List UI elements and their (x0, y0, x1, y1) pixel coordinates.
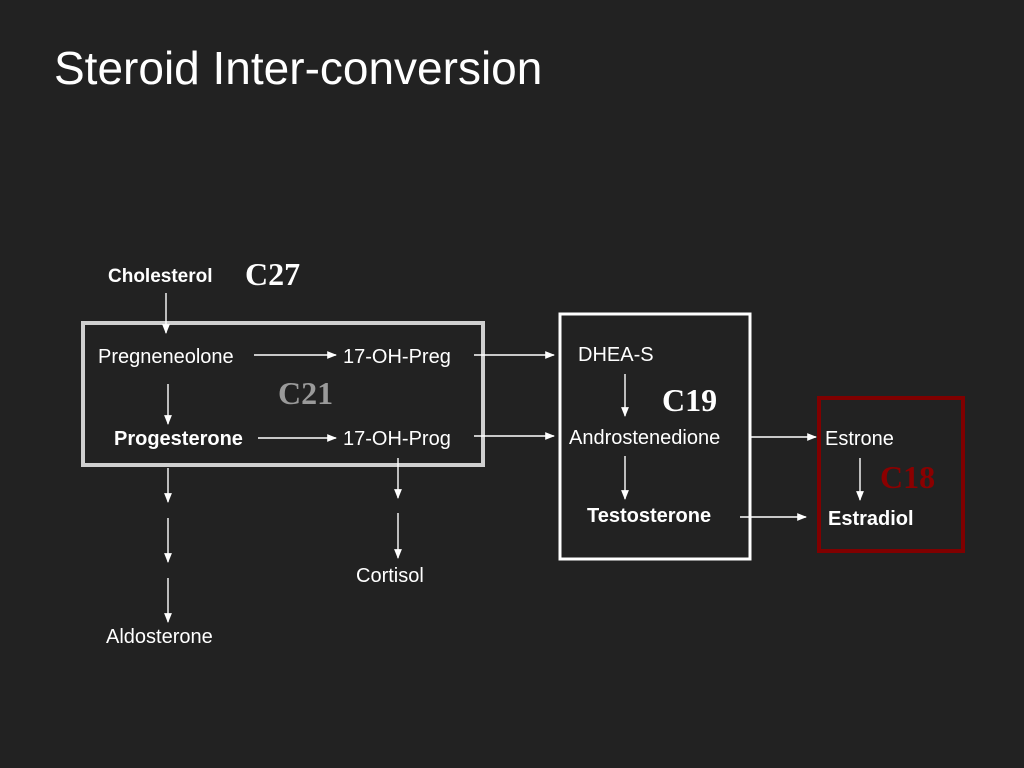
c21-group-box (81, 321, 485, 467)
node-17-oh-preg: 17-OH-Preg (343, 346, 451, 368)
c18-label: C18 (880, 459, 936, 495)
node-estrone: Estrone (825, 428, 894, 450)
node-cortisol: Cortisol (356, 565, 424, 587)
node-aldosterone: Aldosterone (106, 626, 213, 648)
c19-label: C19 (662, 382, 718, 418)
c27-label: C27 (245, 256, 301, 292)
node-pregnenolone: Pregneneolone (98, 346, 234, 368)
node-cholesterol: Cholesterol (108, 266, 213, 287)
slide-title: Steroid Inter-conversion (54, 42, 543, 94)
node-17-oh-prog: 17-OH-Prog (343, 428, 451, 450)
node-testosterone: Testosterone (587, 505, 712, 527)
node-dhea-s: DHEA-S (578, 344, 654, 366)
c21-label: C21 (278, 375, 334, 411)
node-estradiol: Estradiol (828, 508, 914, 530)
node-androstenedione: Androstenedione (569, 427, 721, 449)
c18-group-box (817, 396, 965, 553)
node-progesterone: Progesterone (114, 428, 243, 450)
